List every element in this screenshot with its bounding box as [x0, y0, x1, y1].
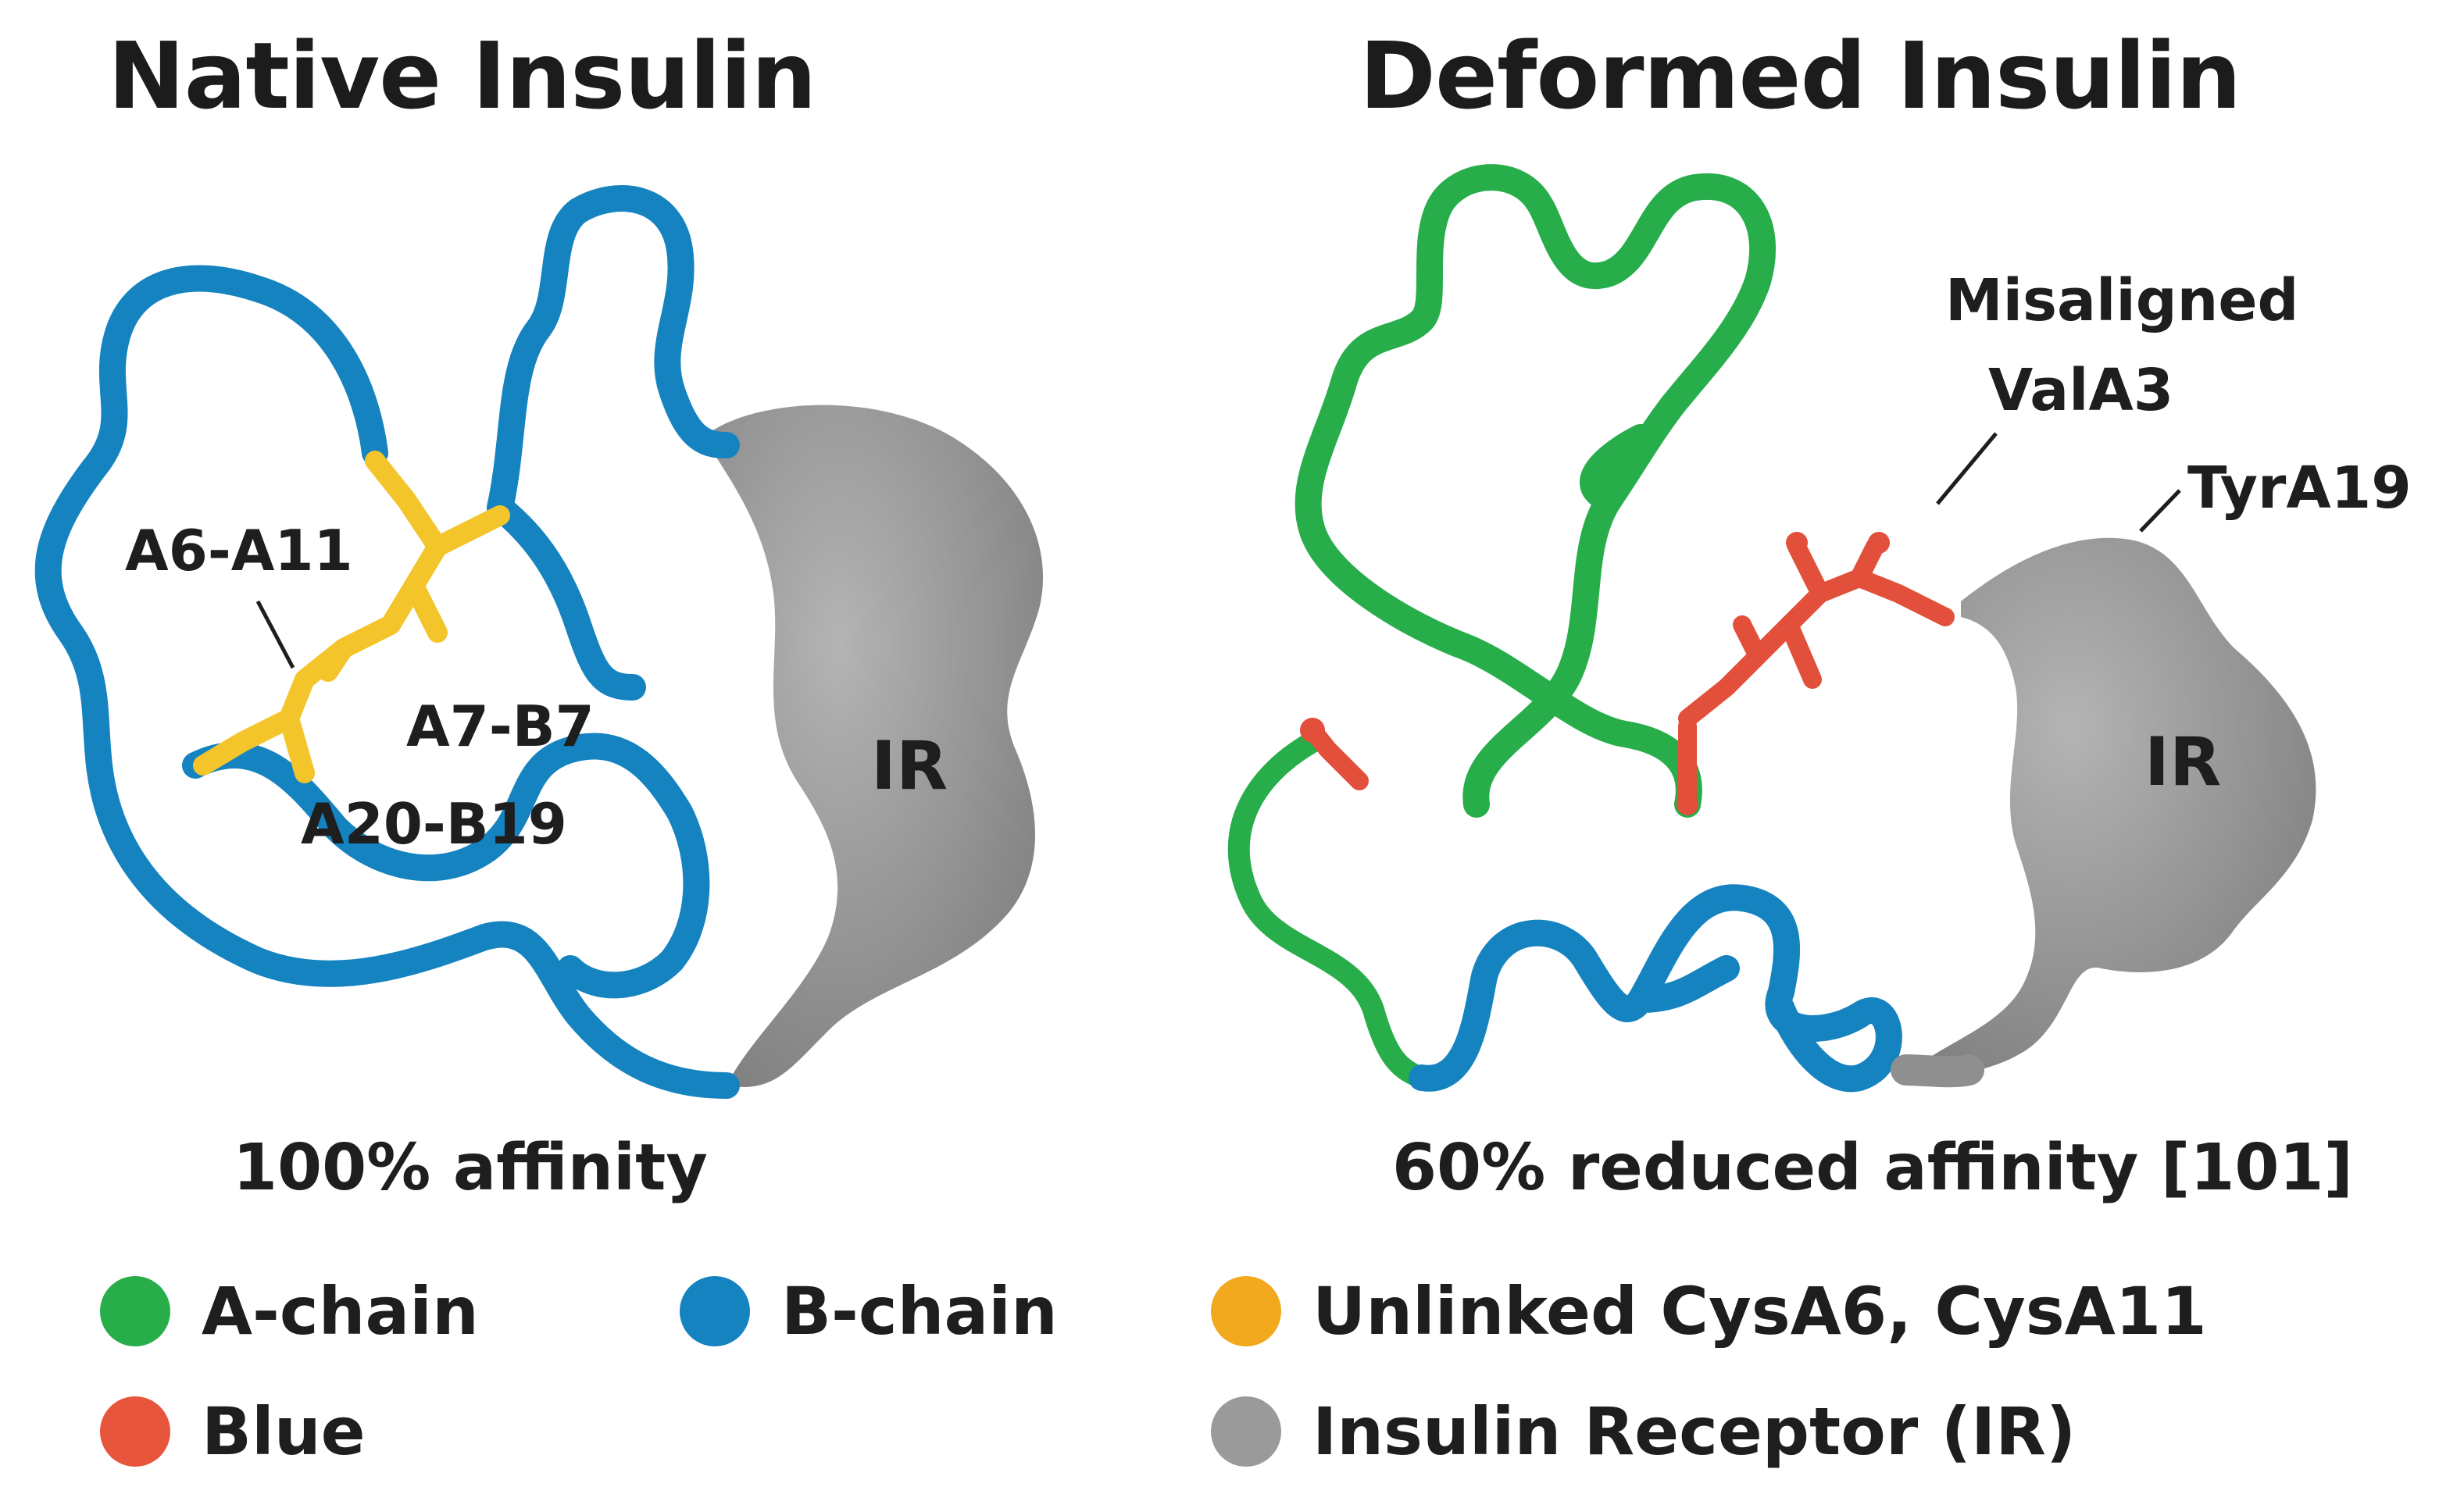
bond-label-a20-b19: A20-B19	[301, 791, 567, 857]
residue-label-vala3-pointer	[1936, 432, 1998, 505]
deformed-insulin-title: Deformed Insulin	[1359, 22, 2241, 130]
native-receptor-label: IR	[871, 727, 948, 805]
bond-label-a6-a11: A6-A11	[125, 518, 353, 583]
legend-label: Unlinked CysA6, CysA11	[1312, 1273, 2207, 1350]
legend-dot	[1211, 1276, 1281, 1346]
residue-end-cap	[1868, 532, 1890, 554]
native-b-chain-upper	[487, 185, 740, 701]
deformed-receptor-shape	[1906, 537, 2316, 1078]
residue-end-cap	[1300, 718, 1325, 743]
native-insulin-title: Native Insulin	[108, 22, 816, 130]
legend-dot	[680, 1276, 750, 1346]
deformed-b-chain	[1409, 884, 1902, 1093]
residue-label-misaligned: Misaligned	[1945, 267, 2299, 334]
legend-label: B-chain	[781, 1273, 1058, 1350]
legend-item-a-chain: A-chain	[100, 1273, 479, 1350]
deformed-a-chain	[1294, 164, 1777, 818]
native-affinity-caption: 100% affinity	[233, 1131, 708, 1205]
legend-label: Insulin Receptor (IR)	[1312, 1393, 2077, 1470]
deformed-affinity-caption: 60% reduced affinity [101]	[1392, 1131, 2353, 1205]
legend-dot	[100, 1396, 170, 1467]
legend-item-b-chain: B-chain	[680, 1273, 1058, 1350]
native-disulfide-bonds	[193, 451, 510, 783]
deformed-misaligned-residues	[1303, 537, 1955, 814]
legend-label: Blue	[202, 1393, 366, 1470]
residue-label-tyra19-pointer	[2139, 489, 2181, 533]
deformed-a-chain-branch	[1580, 424, 1654, 513]
residue-end-cap	[1677, 793, 1698, 815]
deformed-receptor-link	[1891, 1054, 1984, 1088]
residue-end-cap	[1786, 532, 1808, 554]
bond-label-a6-a11-pointer	[255, 600, 295, 669]
legend-dot	[1211, 1396, 1281, 1467]
legend-item-residue: Blue	[100, 1393, 366, 1470]
legend-dot	[100, 1276, 170, 1346]
native-b-chain-inner	[182, 733, 710, 999]
legend-item-insulin-receptor: Insulin Receptor (IR)	[1211, 1393, 2076, 1470]
native-b-chain	[34, 265, 740, 1099]
legend-item-unlinked-cys: Unlinked CysA6, CysA11	[1211, 1273, 2207, 1350]
native-receptor-shape	[703, 405, 1044, 1087]
bond-label-a7-b7: A7-B7	[406, 694, 595, 759]
deformed-lower-a-chain	[1227, 731, 1433, 1089]
legend-label: A-chain	[202, 1273, 479, 1350]
deformed-receptor-label: IR	[2144, 723, 2221, 801]
residue-label-tyra19: TyrA19	[2187, 455, 2412, 522]
residue-label-vala3: ValA3	[1988, 357, 2173, 424]
